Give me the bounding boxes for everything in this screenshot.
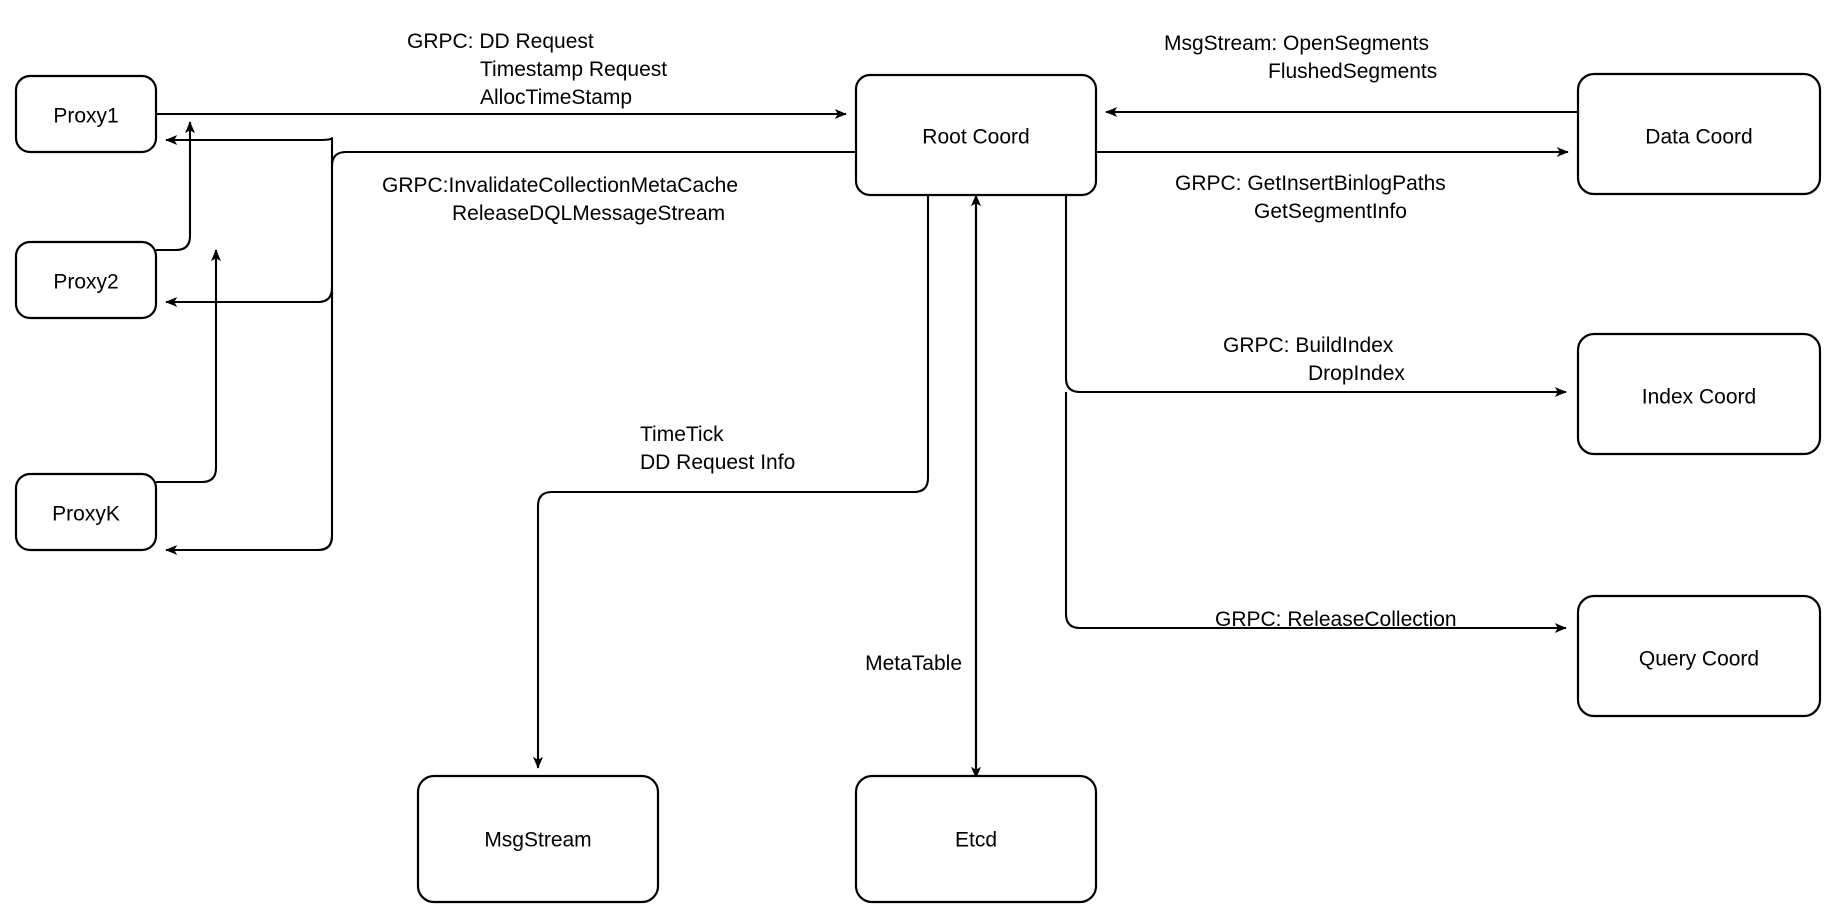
edge-path-proxyk-riser [156,249,221,484]
edge-label-root-to-etcd: MetaTable [865,652,962,675]
node-proxy2-rect[interactable] [14,240,158,320]
edge-label-root-to-querycoord: GRPC: ReleaseCollection [1215,608,1457,631]
edge-label-root-to-msgstream: TimeTick DD Request Info [640,423,795,474]
edge-label-proxies-to-root: GRPC: DD Request Timestamp Request Alloc… [407,30,667,109]
edge-root-to-proxies [165,135,856,555]
edge-path-proxy2-riser [156,121,195,252]
edge-path-root-to-proxy2 [165,287,334,307]
node-proxy1-rect[interactable] [14,74,158,154]
edge-proxies-to-root [156,109,847,484]
edge-label-root-to-msgstream-line2: DD Request Info [640,451,795,474]
node-msgstream-rect[interactable] [416,774,660,904]
node-proxy2-label: Proxy2 [53,271,118,294]
node-query-coord-label: Query Coord [1639,648,1759,671]
edge-label-datacoord-to-root: MsgStream: OpenSegments FlushedSegments [1164,32,1437,83]
edge-label-root-to-querycoord-line1: GRPC: ReleaseCollection [1215,608,1457,631]
node-msgstream-label: MsgStream [484,829,591,852]
edge-label-root-to-datacoord: GRPC: GetInsertBinlogPaths GetSegmentInf… [1175,172,1446,223]
edge-path-root-to-proxy1 [165,135,334,166]
edge-label-root-to-proxies-line2: ReleaseDQLMessageStream [452,202,725,225]
node-proxyk-label: ProxyK [52,503,120,526]
edge-path-root-to-msgstream [538,186,930,768]
node-proxy1[interactable]: Proxy1 [14,74,158,154]
node-index-coord-label: Index Coord [1642,386,1756,409]
node-root-coord-label: Root Coord [922,126,1029,149]
edge-label-root-to-indexcoord-line2: DropIndex [1308,362,1405,385]
edge-root-to-querycoord [1064,392,1567,633]
node-query-coord[interactable]: Query Coord [1576,594,1822,718]
node-etcd[interactable]: Etcd [854,774,1098,904]
edge-label-root-to-datacoord-line1: GRPC: GetInsertBinlogPaths [1175,172,1446,195]
edge-label-root-to-indexcoord-line1: GRPC: BuildIndex [1223,334,1394,357]
node-etcd-label: Etcd [955,829,997,852]
node-data-coord-rect[interactable] [1576,72,1822,196]
node-data-coord[interactable]: Data Coord [1576,72,1822,196]
node-proxy2[interactable]: Proxy2 [14,240,158,320]
edge-path-root-to-proxyk [165,535,334,555]
node-root-coord[interactable]: Root Coord [854,73,1098,197]
edge-root-to-indexcoord [1064,195,1567,397]
edge-path-root-to-querycoord [1064,392,1567,633]
edge-label-proxies-to-root-line3: AllocTimeStamp [480,86,632,109]
node-msgstream[interactable]: MsgStream [416,774,660,904]
node-index-coord[interactable]: Index Coord [1576,332,1822,456]
edge-label-proxies-to-root-line1: GRPC: DD Request [407,30,594,53]
edge-label-proxies-to-root-line2: Timestamp Request [480,58,667,81]
edge-path-root-to-indexcoord [1064,195,1567,397]
edge-label-datacoord-to-root-line2: FlushedSegments [1268,60,1437,83]
edge-root-to-msgstream [538,186,930,768]
node-proxy1-label: Proxy1 [53,105,118,128]
node-data-coord-label: Data Coord [1645,126,1752,149]
node-proxyk-rect[interactable] [14,472,158,552]
node-etcd-rect[interactable] [854,774,1098,904]
edge-label-datacoord-to-root-line1: MsgStream: OpenSegments [1164,32,1429,55]
node-proxyk[interactable]: ProxyK [14,472,158,552]
edge-label-root-to-datacoord-line2: GetSegmentInfo [1254,200,1407,223]
edge-label-root-to-etcd-line1: MetaTable [865,652,962,675]
edge-label-root-to-proxies-line1: GRPC:InvalidateCollectionMetaCache [382,174,738,197]
node-index-coord-rect[interactable] [1576,332,1822,456]
edge-label-root-to-msgstream-line1: TimeTick [640,423,724,446]
node-query-coord-rect[interactable] [1576,594,1822,718]
node-root-coord-rect[interactable] [854,73,1098,197]
edge-label-root-to-indexcoord: GRPC: BuildIndex DropIndex [1223,334,1405,385]
edge-label-root-to-proxies: GRPC:InvalidateCollectionMetaCache Relea… [382,174,738,225]
